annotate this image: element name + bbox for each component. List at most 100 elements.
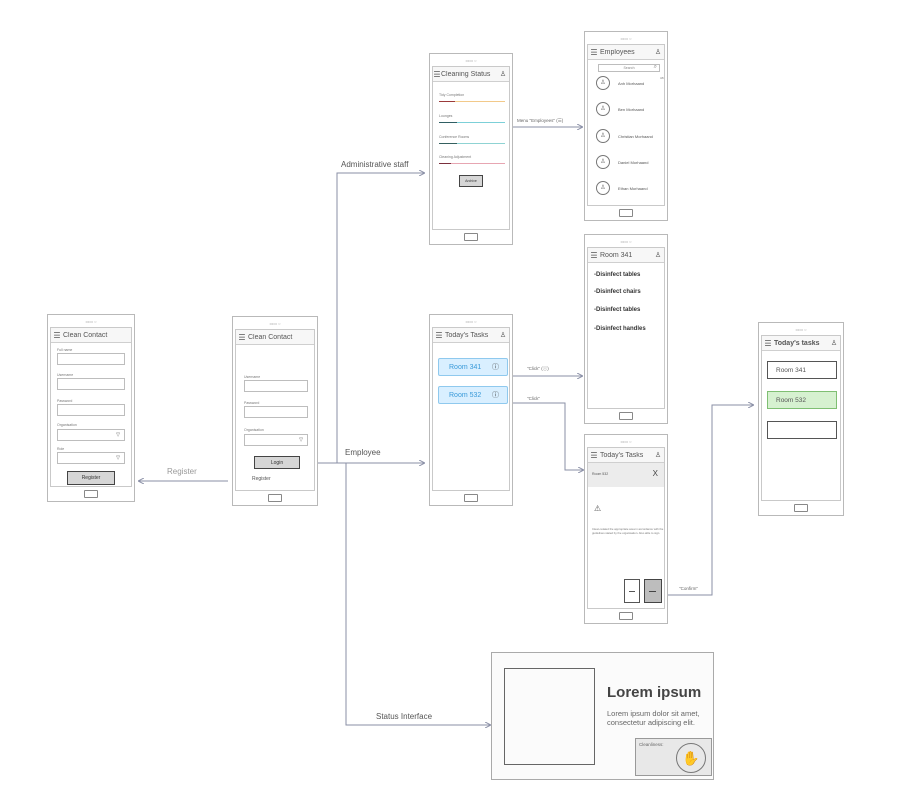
phone-cleaning-status: ▭▭ ○ ☰ Cleaning Status ♙ Tidy Completion… [429,53,513,245]
flow-label-employee: Employee [345,448,381,457]
room-task-item: -Disinfect tables [594,272,641,278]
home-button[interactable] [464,494,478,502]
final-tile-room532[interactable]: Room 532 [767,391,837,409]
final-tasks-header: ☰ Today's tasks ♙ [762,336,840,351]
flow-label-admin: Administrative staff [341,160,409,169]
detail-title: Today's Tasks [600,451,644,459]
cleaning-status-title: Cleaning Status [441,70,491,78]
phone-todays-tasks: ▭▭ ○ ☰ Today's Tasks ♙ Room 341 ⓘ Room 5… [429,314,513,506]
home-button[interactable] [619,412,633,420]
cleanliness-badge: Cleanliness: ✋ [635,738,712,776]
detail-room-banner: Room 532 X [588,463,664,487]
phone-employees: ▭▭ ○ ☰ Employees ♙ Search ⌕ ♙Anh Morhaan… [584,31,668,221]
chevron-down-icon: ▽ [116,455,120,461]
close-icon[interactable]: X [652,469,658,478]
register-button[interactable]: Register [67,471,115,485]
role-select[interactable]: ▽ [57,452,125,464]
tasks-header: ☰ Today's Tasks ♙ [433,328,509,343]
chevron-down-icon: ▽ [299,437,303,443]
flow-label-confirm: "Confirm" [679,586,698,591]
status-title: Lorem ipsum [607,684,702,701]
cleaning-status-header: ☰ Cleaning Status ♙ [433,67,509,82]
employee-row[interactable]: ♙Ethan Morhaand [596,181,648,195]
user-icon[interactable]: ♙ [654,452,662,459]
warning-icon: ⚠ [594,504,602,513]
login-organisation-select[interactable]: ▽ [244,434,308,446]
user-icon[interactable]: ♙ [654,252,662,259]
confirm-button[interactable] [644,579,662,603]
employees-header: ☰ Employees ♙ [588,45,664,60]
info-icon[interactable]: ⓘ [492,364,499,371]
menu-icon[interactable]: ☰ [53,330,61,340]
register-link[interactable]: Register [252,476,271,482]
menu-icon[interactable]: ☰ [590,450,598,460]
home-button[interactable] [619,612,633,620]
employee-row[interactable]: ♙Ben Morhaand [596,102,644,116]
detail-description: Clean-related the appropriate area in ac… [592,527,664,535]
progress-bar [439,163,505,164]
task-tile-room341[interactable]: Room 341 ⓘ [438,358,508,376]
chevron-down-icon: ▽ [116,432,120,438]
progress-fill [439,101,455,102]
user-icon[interactable]: ♙ [499,71,507,78]
user-icon[interactable]: ♙ [830,340,838,347]
register-title: Clean Contact [63,331,108,339]
organisation-select[interactable]: ▽ [57,429,125,441]
alphabet-index[interactable]: ABCDEFGHIJKLMNOPQRSTUVWXYZ [660,77,665,80]
arrow-task-detail [512,402,583,470]
user-icon[interactable]: ♙ [499,332,507,339]
final-tile-empty[interactable] [767,421,837,439]
menu-icon[interactable]: ☰ [433,69,441,79]
room-task-item: -Disinfect tables [594,307,641,313]
archive-button[interactable]: Archive [459,175,483,187]
username-field[interactable] [57,378,125,390]
login-username-field[interactable] [244,380,308,392]
home-button[interactable] [619,209,633,217]
cancel-button[interactable] [624,579,640,603]
menu-icon[interactable]: ☰ [590,250,598,260]
menu-icon[interactable]: ☰ [590,47,598,57]
phone-room341: ▭▭ ○ ☰ Room 341 ♙ -Disinfect tables -Dis… [584,234,668,424]
fullname-field[interactable] [57,353,125,365]
employee-search-input[interactable]: Search ⌕ [598,64,660,72]
final-tasks-title: Today's tasks [774,339,820,347]
register-header: ☰ Clean Contact [51,328,131,343]
progress-fill [439,163,451,164]
login-password-field[interactable] [244,406,308,418]
login-button[interactable]: Login [254,456,300,469]
user-icon[interactable]: ♙ [654,49,662,56]
arrow-confirm [668,405,753,596]
home-button[interactable] [794,504,808,512]
final-tile-room341[interactable]: Room 341 [767,361,837,379]
hand-icon: ✋ [676,743,706,773]
employee-row[interactable]: ♙Anh Morhaand [596,76,644,90]
tasks-title: Today's Tasks [445,331,489,339]
employees-title: Employees [600,48,635,56]
flow-label-status-interface: Status Interface [376,712,433,721]
home-button[interactable] [268,494,282,502]
flow-label-register: Register [167,467,197,476]
login-title: Clean Contact [248,333,293,341]
status-body: Lorem ipsum dolor sit amet, consectetur … [607,709,700,727]
flow-label-menu-employees: Menu "Employees" (☰) [517,118,564,123]
home-button[interactable] [84,490,98,498]
employee-row[interactable]: ♙Daniel Morhaand [596,155,648,169]
menu-icon[interactable]: ☰ [764,338,772,348]
menu-icon[interactable]: ☰ [238,332,246,342]
task-tile-room532[interactable]: Room 532 ⓘ [438,386,508,404]
avatar-icon: ♙ [596,129,610,143]
menu-icon[interactable]: ☰ [435,330,443,340]
password-field[interactable] [57,404,125,416]
image-placeholder [504,668,595,765]
flow-label-click: "Click" [527,396,540,401]
detail-header: ☰ Today's Tasks ♙ [588,448,664,463]
home-button[interactable] [464,233,478,241]
employee-row[interactable]: ♙Christian Morhaand [596,129,653,143]
phone-todays-tasks-final: ▭▭ ○ ☰ Today's tasks ♙ Room 341 Room 532 [758,322,844,516]
avatar-icon: ♙ [596,155,610,169]
progress-bar [439,101,505,102]
progress-fill [439,122,457,123]
info-icon[interactable]: ⓘ [492,392,499,399]
login-header: ☰ Clean Contact [236,330,314,345]
phone-register: ▭▭ ○ ☰ Clean Contact Full name Username … [47,314,135,502]
